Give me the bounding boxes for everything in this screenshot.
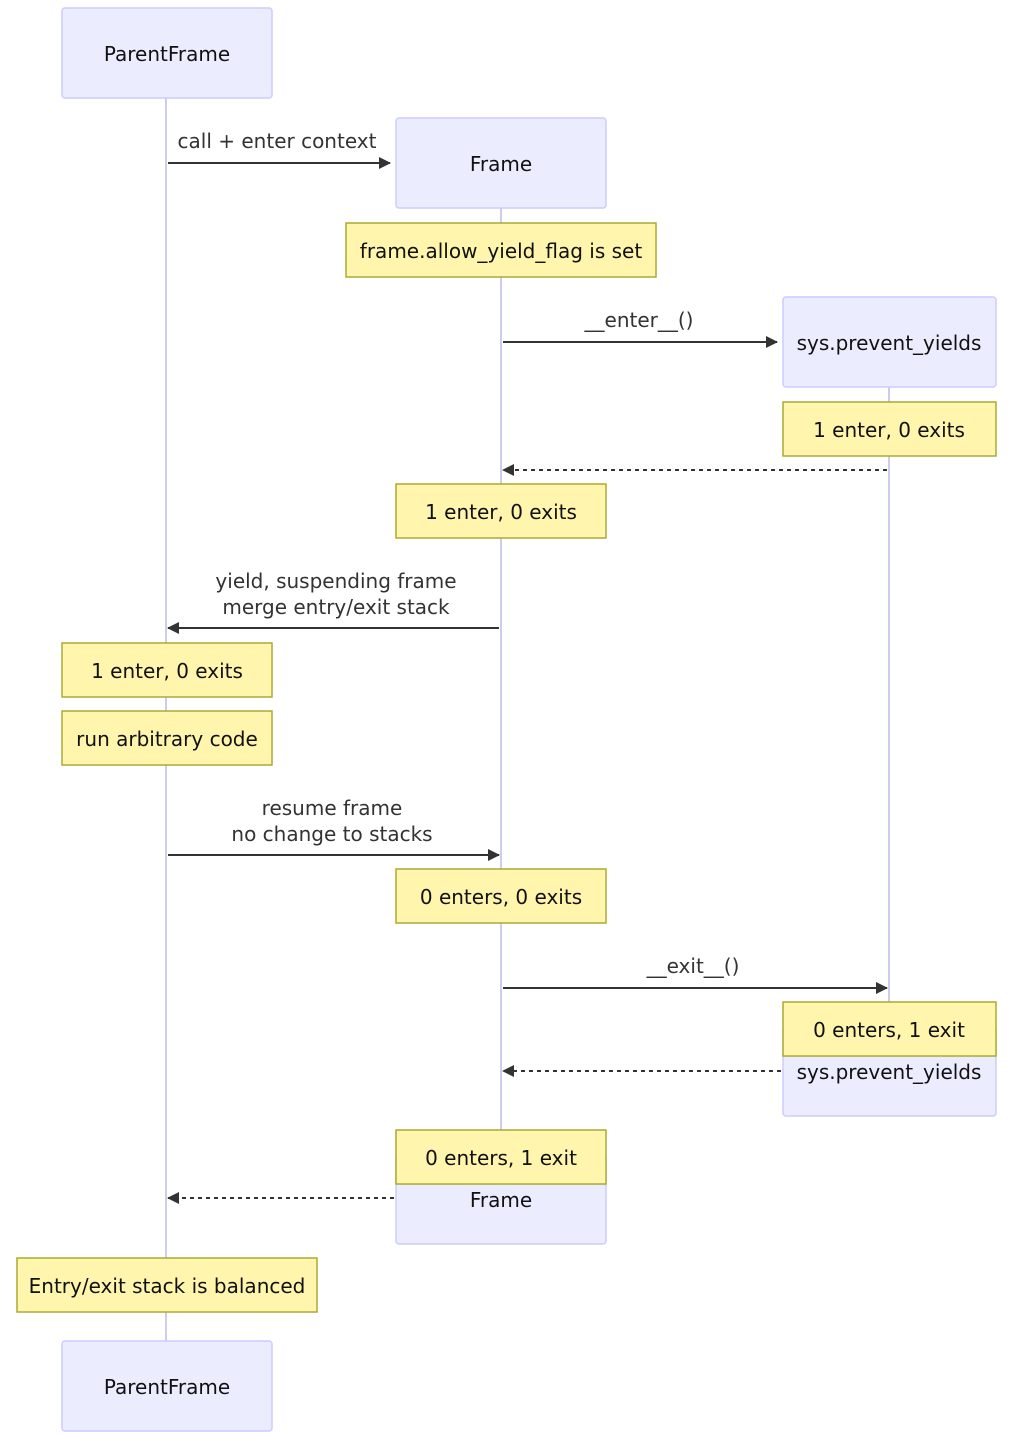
participant-parentframe-top: ParentFrame — [61, 7, 273, 99]
note-frame-after-enter: 1 enter, 0 exits — [395, 483, 607, 539]
message-label: call + enter context — [178, 129, 377, 153]
participant-label: sys.prevent_yields — [797, 331, 982, 355]
message-label: __enter__() — [584, 308, 694, 332]
message-label-line2: merge entry/exit stack — [222, 595, 450, 619]
note-label: 0 enters, 1 exit — [813, 1018, 965, 1042]
message-label: __exit__() — [646, 954, 740, 978]
participant-label: Frame — [470, 152, 532, 176]
message-exit-call: __exit__() — [503, 954, 888, 994]
participant-frame-top: Frame — [395, 117, 607, 209]
participant-label: ParentFrame — [104, 1375, 230, 1399]
note-allow-yield-flag: frame.allow_yield_flag is set — [345, 222, 657, 278]
note-label: 1 enter, 0 exits — [813, 418, 965, 442]
message-yield: yield, suspending frame merge entry/exit… — [167, 569, 499, 634]
note-label: 0 enters, 1 exit — [425, 1146, 577, 1170]
note-label: Entry/exit stack is balanced — [29, 1274, 306, 1298]
message-resume-frame: resume frame no change to stacks — [168, 796, 500, 861]
message-label-line1: resume frame — [262, 796, 403, 820]
note-run-arbitrary-code: run arbitrary code — [61, 710, 273, 766]
note-label: 1 enter, 0 exits — [91, 659, 243, 683]
note-frame-after-resume: 0 enters, 0 exits — [395, 868, 607, 924]
message-enter-call: __enter__() — [503, 308, 778, 348]
note-frame-after-exit: 0 enters, 1 exit — [395, 1129, 607, 1185]
note-parent-after-yield: 1 enter, 0 exits — [61, 642, 273, 698]
note-sys-after-exit: 0 enters, 1 exit — [782, 1001, 997, 1057]
message-call-enter-context: call + enter context — [168, 129, 391, 169]
note-label: run arbitrary code — [76, 727, 258, 751]
note-sys-after-enter: 1 enter, 0 exits — [782, 401, 997, 457]
participant-sys-prevent-yields-top: sys.prevent_yields — [782, 296, 997, 388]
note-label: 1 enter, 0 exits — [425, 500, 577, 524]
message-label-line1: yield, suspending frame — [215, 569, 456, 593]
participant-label: ParentFrame — [104, 42, 230, 66]
note-stack-balanced: Entry/exit stack is balanced — [16, 1257, 318, 1313]
participant-parentframe-bottom: ParentFrame — [61, 1340, 273, 1432]
participant-label: sys.prevent_yields — [797, 1060, 982, 1084]
note-label: frame.allow_yield_flag is set — [360, 239, 643, 263]
message-label-line2: no change to stacks — [231, 822, 432, 846]
participant-label: Frame — [470, 1188, 532, 1212]
note-label: 0 enters, 0 exits — [420, 885, 582, 909]
